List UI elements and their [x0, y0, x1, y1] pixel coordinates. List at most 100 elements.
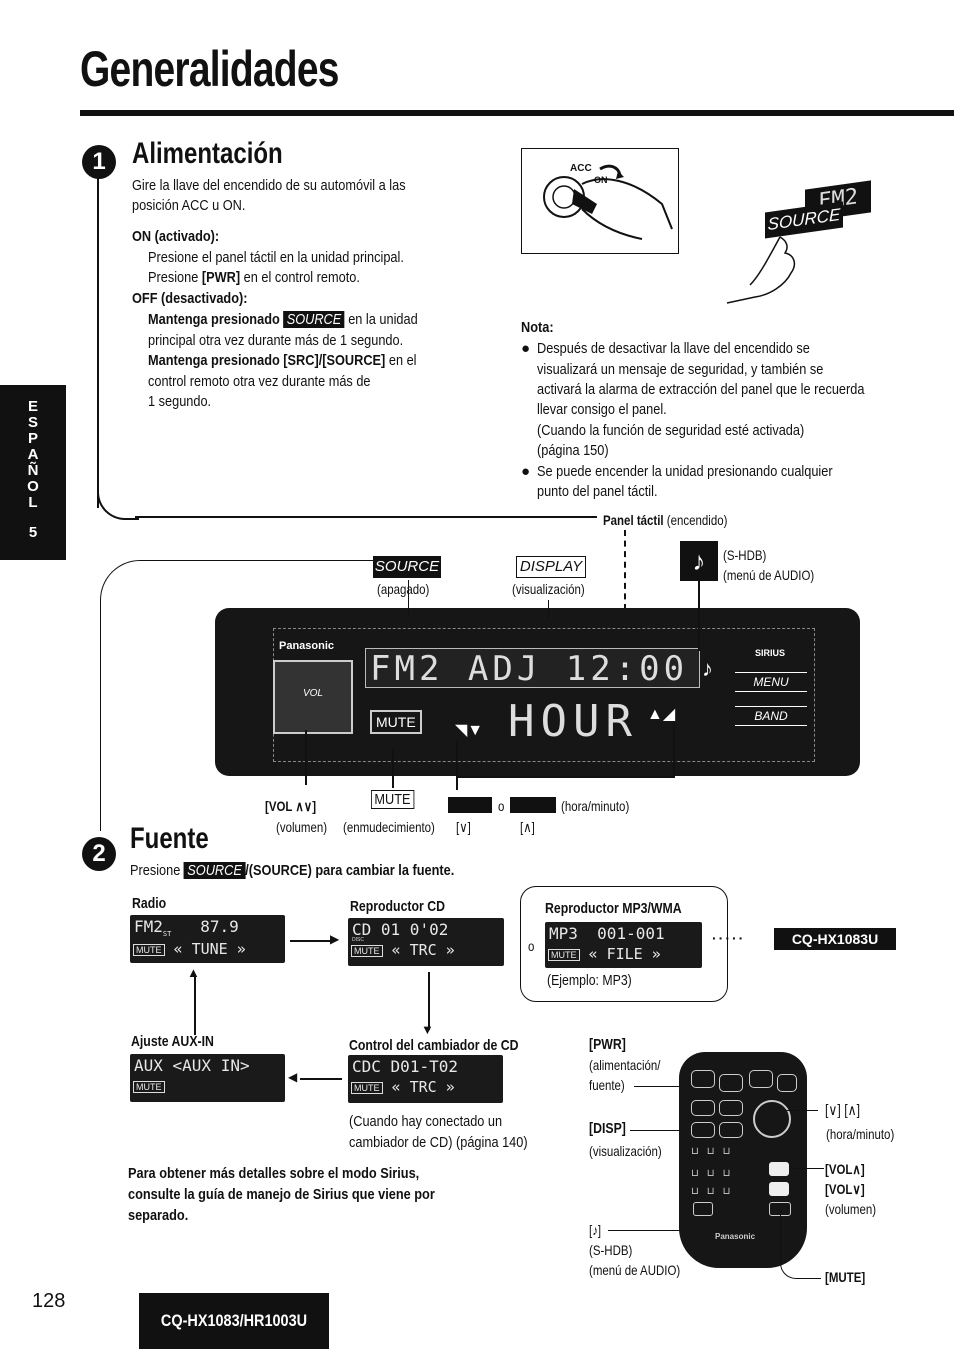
remote-vol-up-button[interactable]: [769, 1162, 789, 1176]
or-text: o: [528, 938, 535, 954]
ignition-key-illustration: ACC ON: [521, 148, 679, 254]
title-rule: [80, 110, 954, 116]
down-caption: [∨]: [456, 819, 471, 835]
section-heading: Alimentación: [132, 137, 283, 170]
text: FM2: [134, 917, 163, 936]
text: CDC: [352, 1057, 381, 1076]
band-button[interactable]: BAND: [735, 706, 807, 726]
vol-control[interactable]: VOL: [273, 660, 353, 734]
section-number-badge: 2: [82, 837, 116, 871]
remote-keypad-row[interactable]: ⊔⊔⊔: [691, 1146, 739, 1157]
down-arrow-button[interactable]: ◥▼: [455, 722, 484, 739]
arrow-line: [300, 1078, 342, 1080]
text: 001-001: [597, 924, 665, 943]
head-unit-panel: Panasonic FM2 ADJ 12:00 ♪ SIRIUS VOL MUT…: [215, 608, 860, 776]
nota-line: (página 150): [537, 442, 609, 459]
shdb-sub: (menú de AUDIO): [589, 1262, 681, 1278]
mute-caption: MUTE: [371, 790, 414, 809]
remote-disp-button[interactable]: [691, 1122, 715, 1138]
off-label: OFF (desactivado):: [132, 290, 248, 307]
source-key: SOURCE: [283, 311, 345, 328]
remote-button[interactable]: [719, 1100, 743, 1116]
up-icon: [510, 797, 556, 813]
lcd-row: MUTE « TRC »: [348, 1078, 503, 1096]
cd-label: Reproductor CD: [350, 898, 445, 915]
remote-button[interactable]: [719, 1122, 743, 1138]
remote-pwr-button[interactable]: [719, 1074, 743, 1092]
mute-button[interactable]: MUTE: [370, 710, 422, 734]
nota-line: Se puede encender la unidad presionando …: [537, 463, 833, 480]
leader-line: [630, 1130, 688, 1131]
changer-label: Control del cambiador de CD: [349, 1037, 519, 1054]
music-note-icon: ♪: [680, 541, 718, 581]
remote-dial[interactable]: [753, 1100, 791, 1138]
on-line: Presione el panel táctil en la unidad pr…: [148, 249, 404, 266]
section1-frame-corner: [97, 470, 139, 520]
source-button-label: SOURCE: [373, 556, 441, 578]
mp3-example: (Ejemplo: MP3): [547, 972, 632, 989]
aux-label: Ajuste AUX-IN: [131, 1033, 214, 1050]
lcd-row: MUTE « TRC »: [348, 941, 504, 959]
mp3-label: Reproductor MP3/WMA: [545, 900, 682, 917]
leader-line: [780, 1210, 821, 1279]
panasonic-logo: Panasonic: [279, 640, 335, 652]
cd-lcd: CD 01 0'02 MUTE « TRC »: [348, 918, 504, 966]
vol-label: VOL: [302, 688, 323, 699]
side-tab-letter: S: [27, 414, 38, 431]
remote-button[interactable]: [691, 1070, 715, 1088]
shdb-icon[interactable]: ♪: [702, 656, 713, 681]
leader-line: [548, 600, 549, 620]
leader-line: [673, 722, 675, 778]
remote-button[interactable]: [691, 1100, 715, 1116]
vol-sub: (volumen): [276, 819, 328, 835]
shdb-sub: (S-HDB): [589, 1242, 633, 1258]
remote-shdb-button[interactable]: [693, 1202, 713, 1216]
remote-keypad-row[interactable]: ⊔⊔⊔: [691, 1168, 739, 1179]
page-title: Generalidades: [80, 41, 339, 97]
mute-sub: (enmudecimiento): [343, 819, 435, 835]
mute-caption: [MUTE]: [825, 1269, 866, 1285]
lcd-row: CD 01 0'02: [348, 918, 504, 941]
nota-line: punto del panel táctil.: [537, 483, 658, 500]
footer-model: CQ-HX1083/HR1003U: [160, 1311, 308, 1330]
remote-button[interactable]: [749, 1070, 773, 1088]
finger-icon: [726, 236, 796, 304]
side-tab-letter: E: [27, 398, 38, 415]
menu-button[interactable]: MENU: [735, 672, 807, 692]
voldown-caption: [VOL∨]: [825, 1181, 865, 1197]
pwr-sub: (alimentación/: [589, 1057, 661, 1073]
text: en la unidad: [344, 311, 418, 328]
lcd-row: MUTE « FILE »: [545, 945, 702, 963]
text: 87.9: [200, 917, 239, 936]
lcd-row: AUX <AUX IN>: [134, 1056, 250, 1075]
text: « TRC »: [391, 1078, 455, 1096]
changer-note: cambiador de CD) (página 140): [349, 1134, 528, 1151]
remote-keypad-row[interactable]: ⊔⊔⊔: [691, 1186, 739, 1197]
section2-frame: [100, 560, 376, 831]
leader-line: [792, 1168, 824, 1169]
section1-frame-left: [97, 158, 99, 508]
text: en el: [385, 352, 417, 369]
changer-lcd: CDC D01-T02 MUTE « TRC »: [348, 1055, 503, 1103]
text: « FILE »: [588, 945, 661, 963]
on-line: Presione [PWR] en el control remoto.: [148, 268, 360, 289]
up-arrow-button[interactable]: ▲◢: [647, 706, 676, 723]
display-button-label: DISPLAY: [516, 556, 586, 578]
lcd-row: MUTE « TUNE »: [130, 940, 285, 958]
sirius-note: consulte la guía de manejo de Sirius que…: [128, 1186, 435, 1203]
arrow-left-icon: ◀: [288, 1070, 298, 1084]
disc-label: DISC: [352, 937, 364, 943]
remote-vol-down-button[interactable]: [769, 1182, 789, 1196]
language-side-tab: E S P A Ñ O L 5: [0, 385, 66, 560]
source-key: SOURCE: [183, 862, 246, 879]
page-number: 128: [32, 1290, 66, 1312]
remote-button[interactable]: [777, 1074, 797, 1092]
text: « TRC »: [391, 941, 455, 959]
touch-panel-caption: Panel táctil (encendido): [603, 511, 727, 529]
footer-model-badge: CQ-HX1083/HR1003U: [139, 1293, 329, 1349]
side-tab-letter: L: [28, 494, 38, 511]
sirius-logo: SIRIUS: [755, 648, 786, 658]
remote-brand: Panasonic: [715, 1232, 756, 1241]
shdb-label: (S-HDB): [723, 547, 767, 563]
volup-caption: [VOL∧]: [825, 1161, 865, 1177]
